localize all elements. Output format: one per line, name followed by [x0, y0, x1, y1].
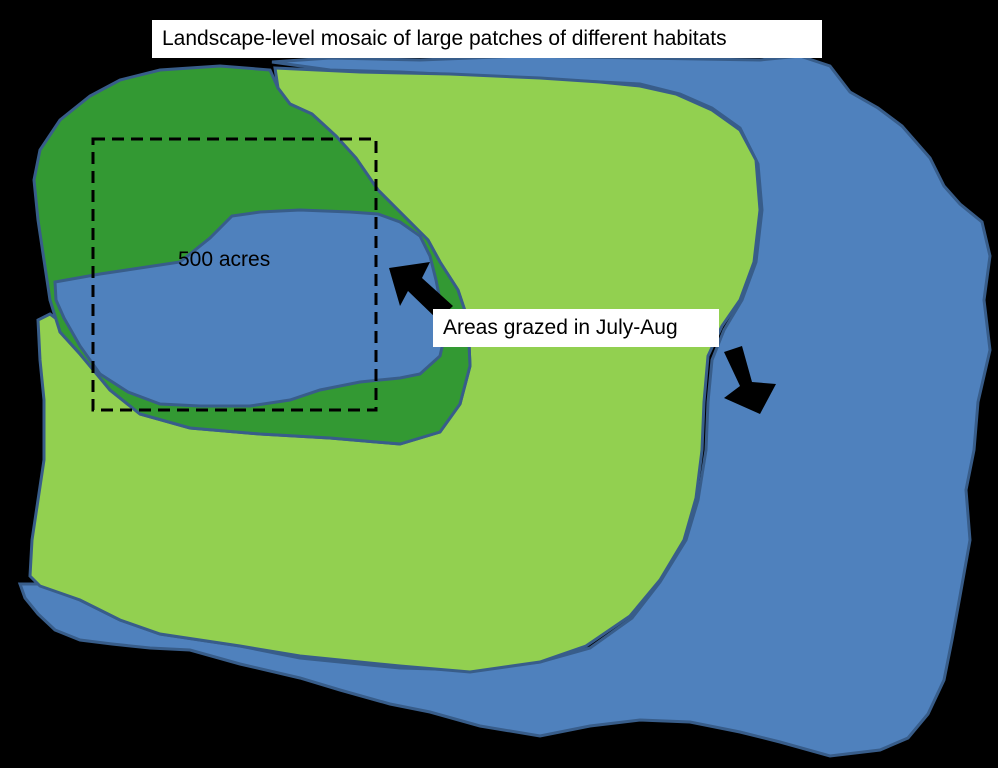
diagram-title: Landscape-level mosaic of large patches … — [152, 20, 822, 58]
grazed-areas-label: Areas grazed in July-Aug — [433, 309, 719, 347]
arrow-up-left-icon — [389, 262, 453, 320]
outer-blue-habitat-patch — [17, 54, 992, 758]
500-acre-dashed-boundary — [91, 137, 378, 412]
arrow-down-icon — [724, 346, 776, 414]
area-size-label: 500 acres — [178, 248, 271, 271]
